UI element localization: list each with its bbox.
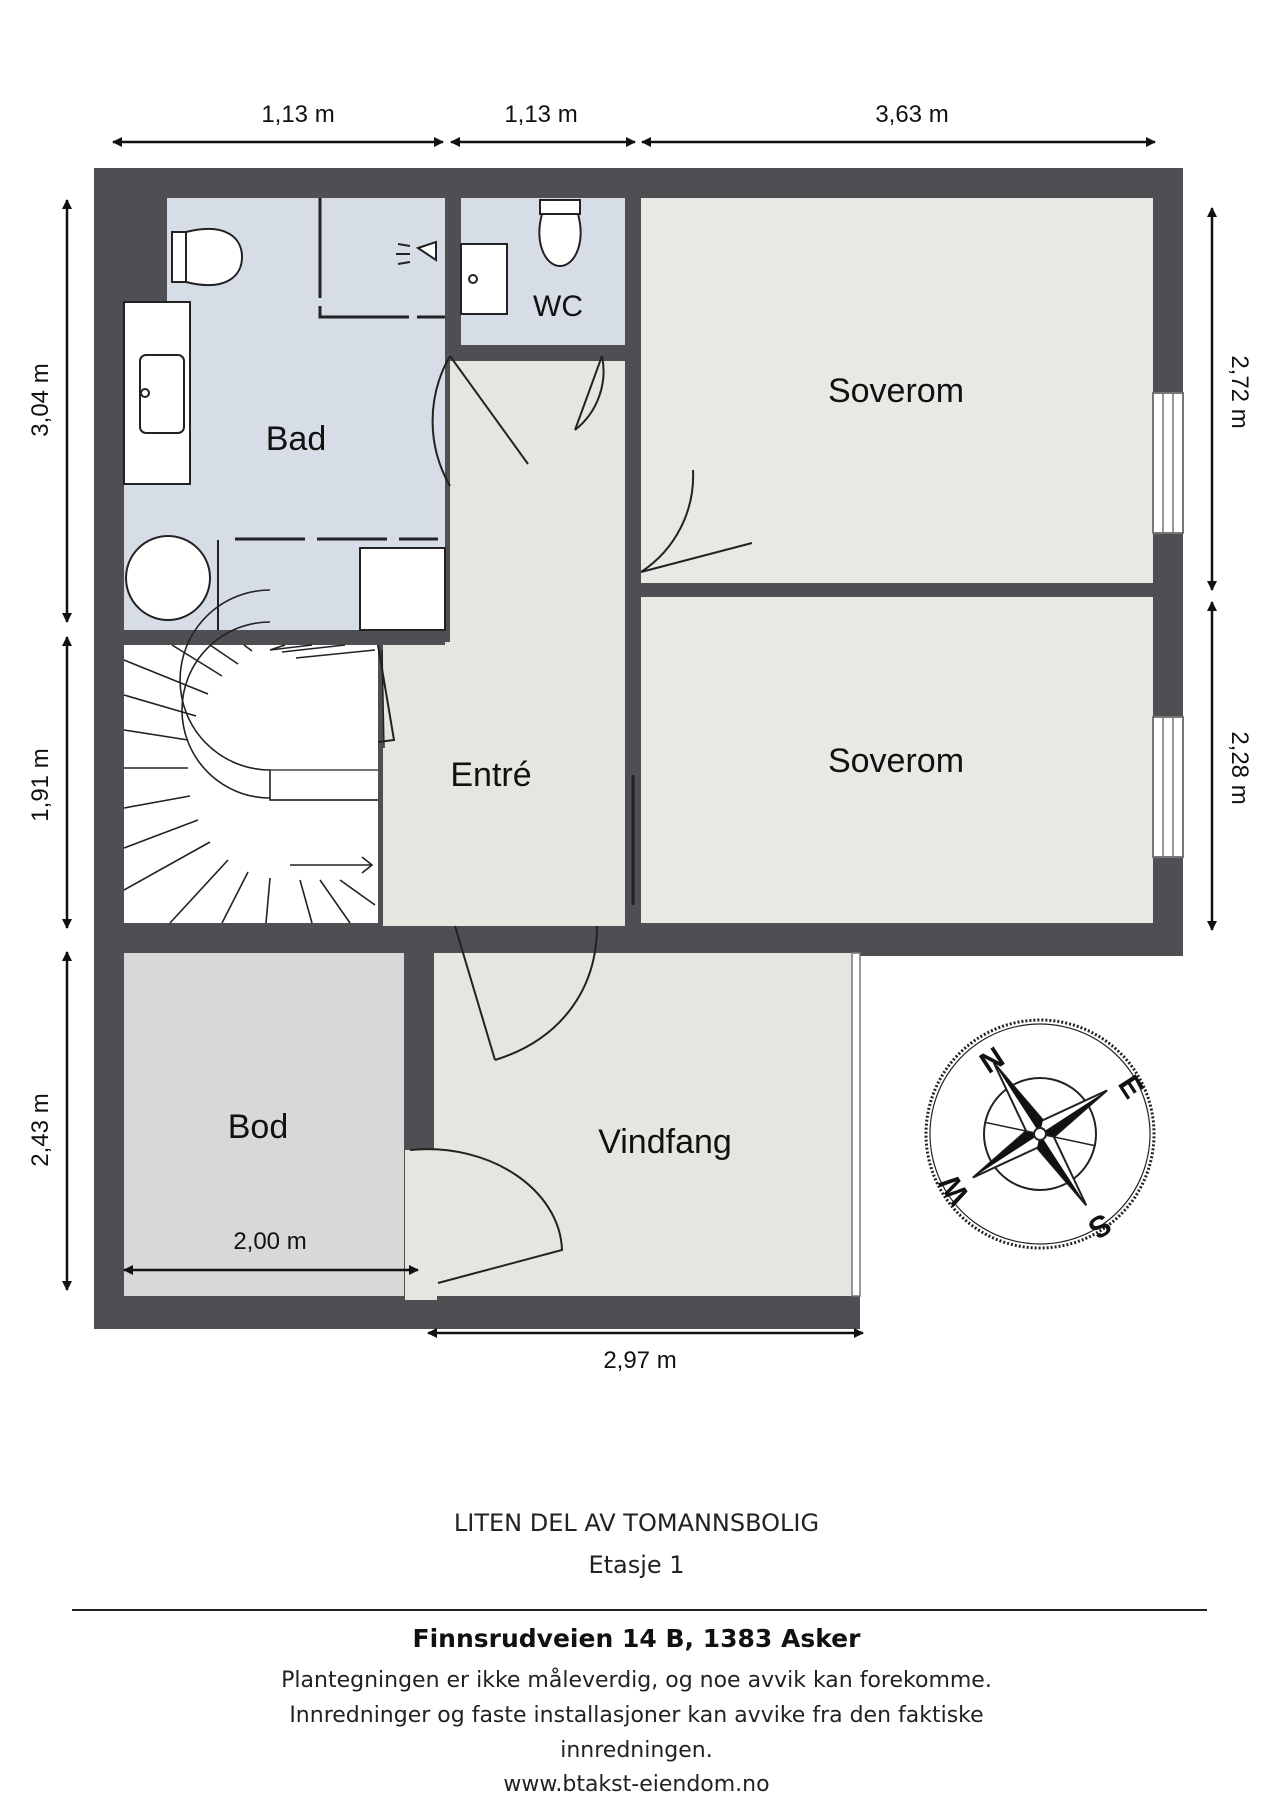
- room-labels: Bad WC Soverom Soverom Entré Bod Vindfan…: [228, 290, 964, 1161]
- room-label-entre: Entré: [450, 756, 531, 794]
- dim-right-1: 2,72 m: [1226, 355, 1253, 428]
- floor-plan: 1,13 m 1,13 m 3,63 m 3,04 m 1,91 m 2,43 …: [27, 101, 1253, 1374]
- dim-bottom: 2,97 m: [603, 1347, 676, 1374]
- shower-spray: [396, 243, 411, 265]
- disclaimer-line-1: Plantegningen er ikke måleverdig, og noe…: [281, 1668, 992, 1693]
- bathroom-fixtures: [123, 198, 582, 631]
- entre-floor-left: [383, 642, 453, 926]
- window-soverom-2: [1152, 716, 1184, 858]
- room-label-soverom-2: Soverom: [828, 742, 964, 780]
- room-label-wc: WC: [533, 290, 583, 323]
- sink-wc: [460, 243, 508, 315]
- sink-bad: [139, 354, 185, 434]
- room-label-vindfang: Vindfang: [598, 1123, 732, 1161]
- shower-head: [415, 240, 437, 262]
- vindfang-floor: [434, 953, 858, 1296]
- bod-floor: [124, 953, 404, 1296]
- door-entre-vindfang-a: [454, 925, 496, 1061]
- room-label-bad: Bad: [266, 420, 327, 458]
- window-vindfang: [851, 952, 861, 1297]
- disclaimer-line-2: Innredninger og faste installasjoner kan…: [289, 1703, 984, 1728]
- dim-right-2: 2,28 m: [1226, 731, 1253, 804]
- soverom-2-floor: [641, 597, 1153, 923]
- window-soverom-1: [1152, 392, 1184, 534]
- plan-floor-label: Etasje 1: [588, 1551, 685, 1579]
- stair-arrow: [290, 856, 374, 874]
- dryer: [359, 547, 446, 631]
- footer-divider: [72, 1609, 1207, 1611]
- toilet-wc: [538, 199, 582, 268]
- dim-left-2: 1,91 m: [27, 748, 54, 821]
- company-website-link[interactable]: www.btakst-eiendom.no: [503, 1772, 770, 1797]
- door-bad: [431, 355, 529, 487]
- dimension-lines: [62, 137, 1217, 1338]
- windows: [851, 392, 1184, 1297]
- dim-left-1: 3,04 m: [27, 363, 54, 436]
- vindfang-threshold: [405, 1150, 437, 1300]
- door-soverom-1: [640, 469, 753, 573]
- room-label-bod: Bod: [228, 1108, 289, 1146]
- room-label-soverom-1: Soverom: [828, 372, 964, 410]
- compass-rose: N E S W: [924, 1018, 1156, 1250]
- disclaimer-line-3: innredningen.: [560, 1738, 713, 1763]
- entre-floor: [450, 361, 625, 926]
- toilet-bad: [171, 227, 244, 287]
- dim-top-1: 1,13 m: [261, 101, 334, 128]
- dim-bod-width: 2,00 m: [233, 1228, 306, 1255]
- dim-left-3: 2,43 m: [27, 1093, 54, 1166]
- doors: [377, 355, 753, 1284]
- staircase: [123, 589, 378, 924]
- dim-top-2: 1,13 m: [504, 101, 577, 128]
- door-wc: [574, 355, 605, 431]
- stair-inner-arc: [181, 621, 271, 799]
- dim-top-3: 3,63 m: [875, 101, 948, 128]
- shower-screen: [318, 198, 445, 319]
- soverom-1-floor: [641, 198, 1153, 583]
- stairs-floor: [124, 645, 378, 923]
- property-address: Finnsrudveien 14 B, 1383 Asker: [412, 1624, 861, 1653]
- washing-machine: [125, 535, 211, 621]
- plan-title: LITEN DEL AV TOMANNSBOLIG: [453, 1509, 820, 1537]
- door-entre-vindfang-b: [494, 925, 598, 1061]
- door-vindfang-entry: [409, 1148, 564, 1284]
- dimension-labels: 1,13 m 1,13 m 3,63 m 3,04 m 1,91 m 2,43 …: [27, 101, 1253, 1374]
- inner-walls: [124, 198, 1153, 1143]
